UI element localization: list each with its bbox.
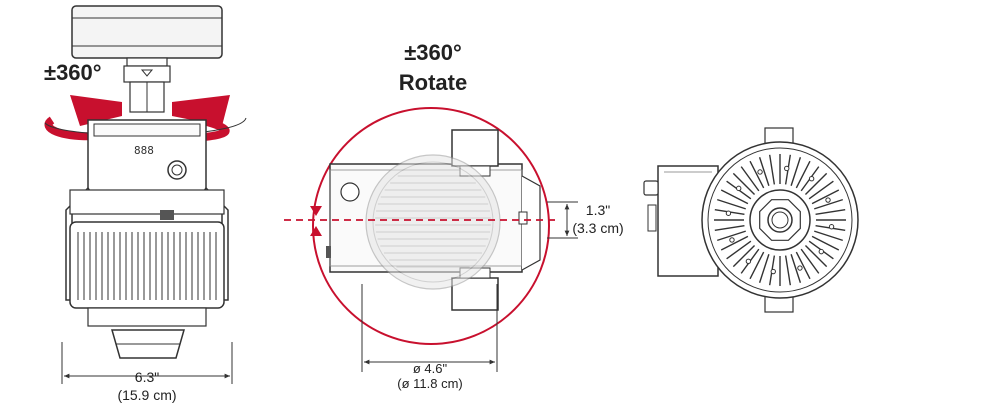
cooling-fins: [77, 232, 217, 300]
offset-in-label: 1.3": [586, 202, 610, 218]
center-axis: [284, 206, 560, 236]
base-plate: [71, 5, 223, 59]
rotation-arrows: [44, 95, 247, 142]
connector-stem: [123, 57, 171, 113]
diameter-dimension: ø 4.6" (ø 11.8 cm): [361, 284, 498, 391]
lens-octagon: [759, 199, 801, 241]
control-housing: 888: [87, 119, 207, 193]
display-readout: 888: [134, 144, 154, 157]
width-in-label: 6.3": [135, 369, 159, 385]
right-front-view: [643, 127, 859, 313]
radial-fins: [714, 154, 846, 286]
width-dimension: 6.3" (15.9 cm): [61, 342, 233, 403]
diameter-in-label: ø 4.6": [413, 361, 448, 376]
lens-housing: [701, 127, 859, 313]
left-rotation-label: ±360°: [44, 60, 102, 85]
offset-cm-label: (3.3 cm): [572, 220, 623, 236]
fixture-body: [69, 221, 225, 359]
center-top-view: ±360° Rotate: [284, 40, 624, 391]
center-rotation-label-line2: Rotate: [399, 70, 467, 95]
width-cm-label: (15.9 cm): [117, 387, 176, 403]
left-side-view: ±360° 888: [44, 5, 247, 403]
lens-overlay: [365, 154, 501, 290]
diameter-cm-label: (ø 11.8 cm): [397, 376, 463, 391]
offset-dimension: 1.3" (3.3 cm): [547, 201, 624, 239]
center-rotation-label-line1: ±360°: [404, 40, 462, 65]
control-knob: [167, 160, 187, 180]
rotation-circle: [312, 107, 550, 345]
